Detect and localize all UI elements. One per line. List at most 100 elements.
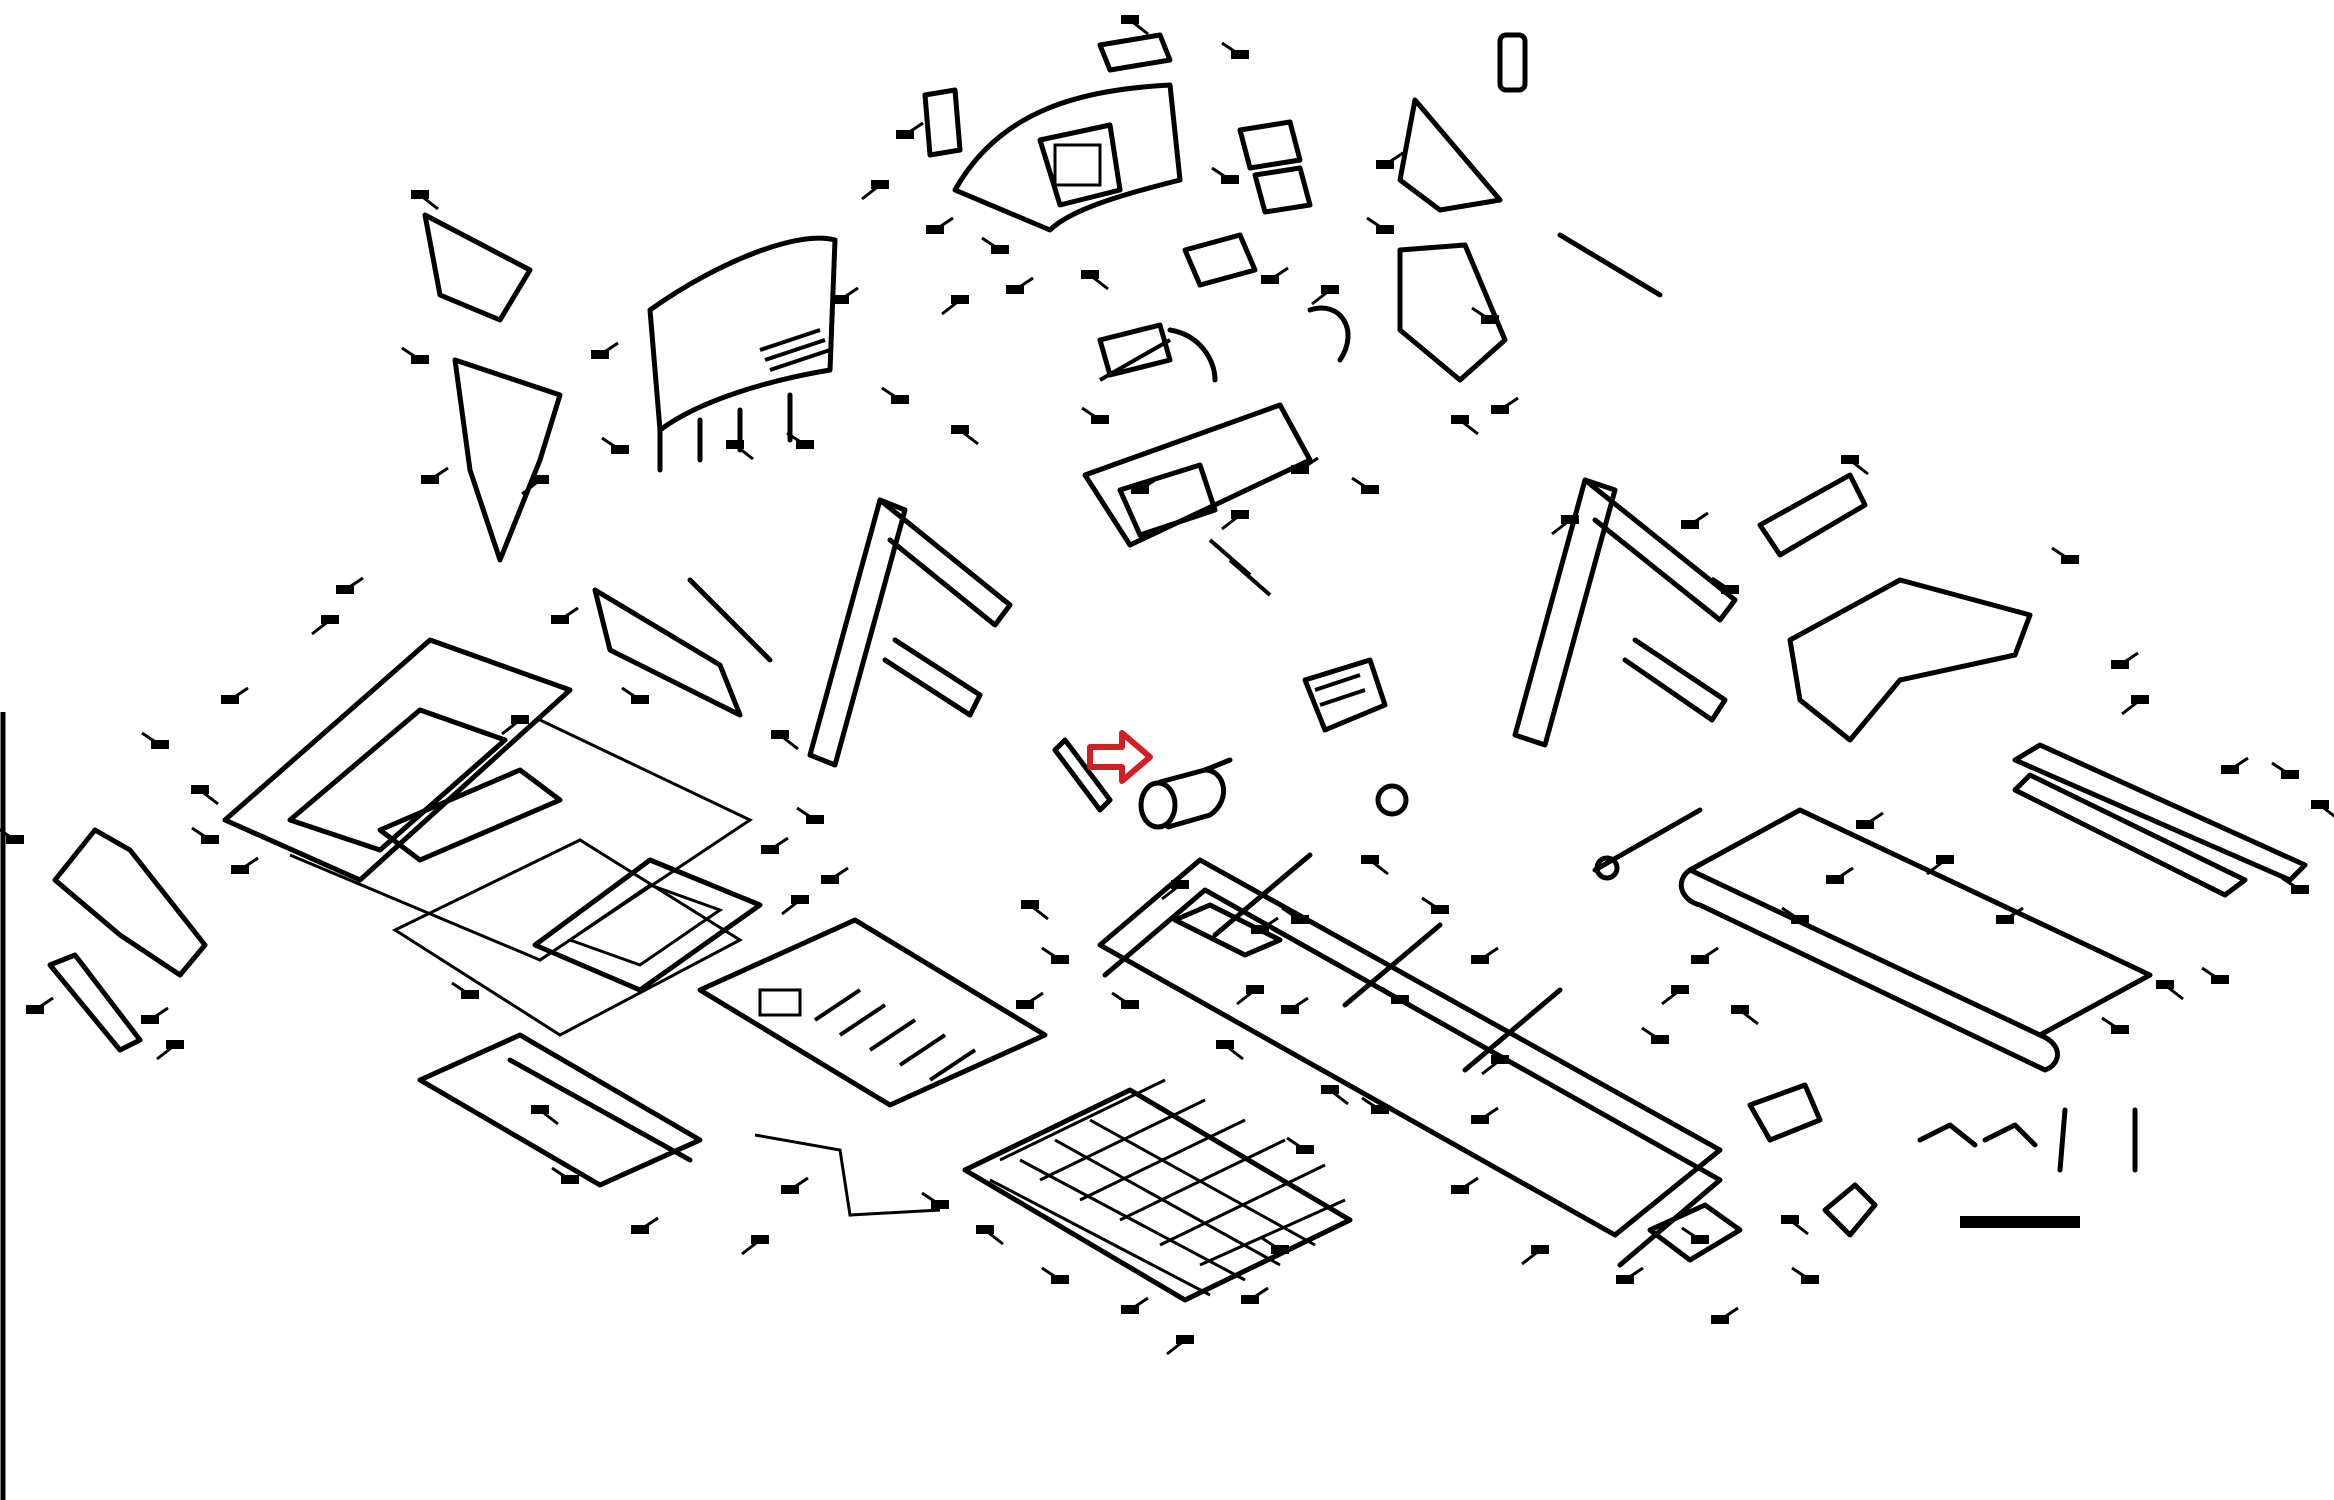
callout-tag: [1321, 1085, 1339, 1094]
callout-leader-line: [149, 1006, 169, 1022]
callout-leader-line: [1481, 1058, 1501, 1076]
callout-leader-line: [1041, 946, 1061, 962]
callout-leader-line: [1029, 903, 1049, 921]
callout-leader-line: [741, 1238, 761, 1256]
callout-leader-line: [1661, 988, 1681, 1006]
callout-leader-line: [229, 686, 249, 702]
main-deck-frame: [1097, 852, 1878, 1268]
callout-tag: [1531, 1245, 1549, 1254]
callout-leader-line: [141, 731, 161, 747]
callout-leader-line: [981, 236, 1001, 252]
callout-leader-line: [2281, 876, 2301, 892]
callout-leader-line: [1926, 858, 1946, 876]
callout-leader-line: [1139, 476, 1159, 492]
callout-tag: [951, 425, 969, 434]
callout-leader-line: [2271, 761, 2291, 777]
callout-leader-line: [1224, 1043, 1244, 1061]
callout-leader-line: [786, 431, 806, 447]
callout-leader-line: [1834, 866, 1854, 882]
callout-leader-line: [419, 193, 439, 211]
callout-tag: [771, 730, 789, 739]
callout-tag: [791, 895, 809, 904]
callout-leader-line: [984, 1228, 1004, 1246]
callout-leader-line: [881, 386, 901, 402]
callout-leader-line: [601, 436, 621, 452]
callout-tag: [166, 1040, 184, 1049]
callout-leader-line: [311, 618, 331, 636]
callout-leader-line: [959, 428, 979, 446]
callout-tag: [1216, 1040, 1234, 1049]
callout-leader-line: [1781, 906, 1801, 922]
callout-tag: [1176, 1335, 1194, 1344]
callout-leader-line: [1789, 1218, 1809, 1236]
callout-leader-line: [1081, 406, 1101, 422]
callout-leader-line: [1351, 476, 1371, 492]
callout-leader-line: [1479, 946, 1499, 962]
callout-leader-line: [451, 981, 471, 997]
callout-tag: [1841, 455, 1859, 464]
motor-pulley: [1052, 737, 1113, 813]
callout-tag: [951, 295, 969, 304]
callout-leader-line: [829, 866, 849, 882]
callout-leader-line: [1024, 991, 1044, 1007]
callout-leader-line: [344, 576, 364, 592]
callout-leaders: [0, 15, 2334, 1356]
callout-leader-line: [1719, 1306, 1739, 1322]
callout-leader-line: [934, 216, 954, 232]
callout-leader-line: [539, 1108, 559, 1126]
belly-pan: [697, 917, 1048, 1108]
callout-leader-line: [1281, 906, 1301, 922]
callout-leader-line: [734, 443, 754, 461]
drawing-number-block: [1960, 1216, 2080, 1228]
callout-leader-line: [2201, 966, 2221, 982]
callout-tag: [1021, 900, 1039, 909]
callout-leader-line: [1236, 988, 1256, 1006]
callout-tag: [2311, 800, 2329, 809]
callout-leader-line: [1791, 1266, 1811, 1282]
callout-tag: [1491, 1055, 1509, 1064]
small-hardware: [1747, 1082, 2138, 1173]
cylinder-part: [1497, 32, 1528, 93]
callout-leader-line: [1421, 896, 1441, 912]
callout-leader-line: [521, 478, 541, 496]
callout-tag: [191, 785, 209, 794]
callout-leader-line: [2121, 698, 2141, 716]
callout-tag: [1671, 985, 1689, 994]
callout-leader-line: [1089, 273, 1109, 291]
callout-leader-line: [239, 856, 259, 872]
highlight-arrow: [1087, 730, 1153, 784]
callout-leader-line: [1699, 946, 1719, 962]
callout-leader-line: [1739, 1008, 1759, 1026]
accessory-tray: [1757, 472, 2033, 743]
callout-leader-line: [1211, 166, 1231, 182]
callout-leader-line: [2164, 983, 2184, 1001]
callout-tag: [1781, 1215, 1799, 1224]
callout-leader-line: [1129, 18, 1149, 36]
callout-tag: [751, 1235, 769, 1244]
rear-base-frame: [222, 577, 773, 1037]
callout-leader-line: [2319, 803, 2334, 818]
callout-leader-line: [1014, 276, 1034, 292]
callout-tag: [1361, 855, 1379, 864]
callout-leader-line: [941, 298, 961, 316]
callout-leader-line: [2101, 1016, 2121, 1032]
callout-tag: [1731, 1005, 1749, 1014]
rear-roller: [1592, 807, 1703, 881]
callout-leader-line: [1459, 1176, 1479, 1192]
callout-tag: [976, 1225, 994, 1234]
callout-leader-line: [501, 718, 521, 736]
callout-tag: [1081, 270, 1099, 279]
running-deck: [1678, 807, 2153, 1073]
callout-leader-line: [1111, 991, 1131, 1007]
callout-tag: [871, 180, 889, 189]
callout-tag: [1321, 285, 1339, 294]
side-cover-upper-right: [1397, 97, 1663, 383]
callout-leader-line: [1689, 511, 1709, 527]
callout-leader-line: [1369, 858, 1389, 876]
callout-leader-line: [0, 828, 16, 842]
callout-leader-line: [551, 1166, 571, 1182]
callout-leader-line: [769, 836, 789, 852]
callout-tag: [1246, 985, 1264, 994]
callout-leader-line: [599, 341, 619, 357]
handrail-cover-upper-left: [422, 212, 563, 563]
